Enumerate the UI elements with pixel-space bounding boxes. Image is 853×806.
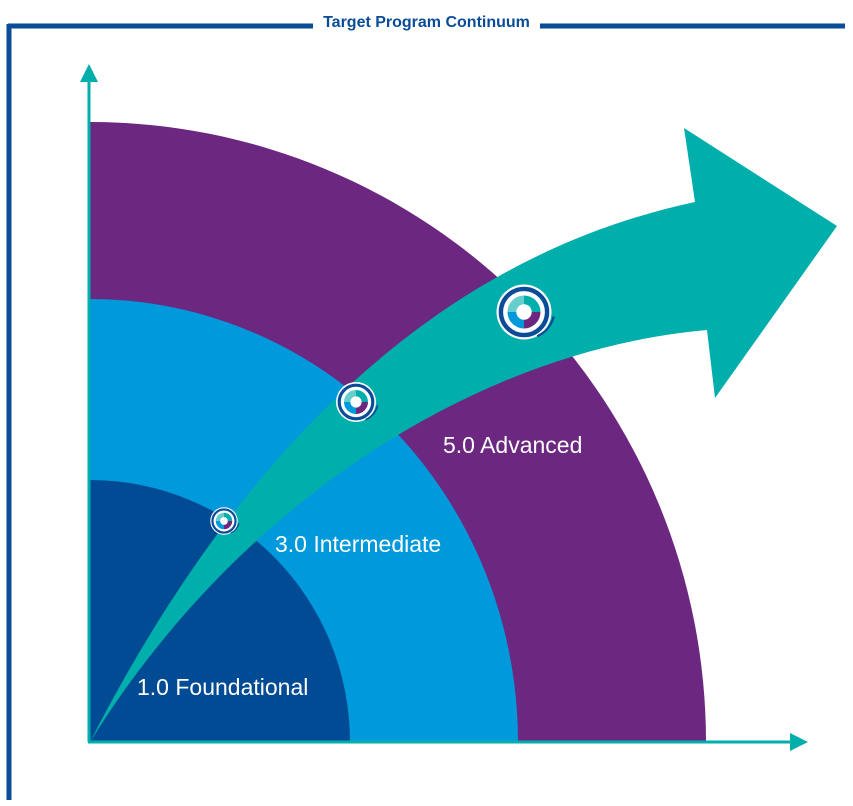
progress-wheel-icon	[496, 284, 555, 340]
label-intermediate: 3.0 Intermediate	[275, 531, 442, 557]
growth-arrow	[90, 128, 837, 742]
band-foundational	[90, 480, 350, 742]
progress-wheel-icon	[336, 382, 379, 422]
label-foundational: 1.0 Foundational	[137, 674, 309, 700]
progress-wheel-icon	[210, 507, 240, 535]
x-axis	[88, 733, 808, 751]
label-advanced: 5.0 Advanced	[443, 432, 583, 458]
y-axis	[80, 64, 98, 742]
